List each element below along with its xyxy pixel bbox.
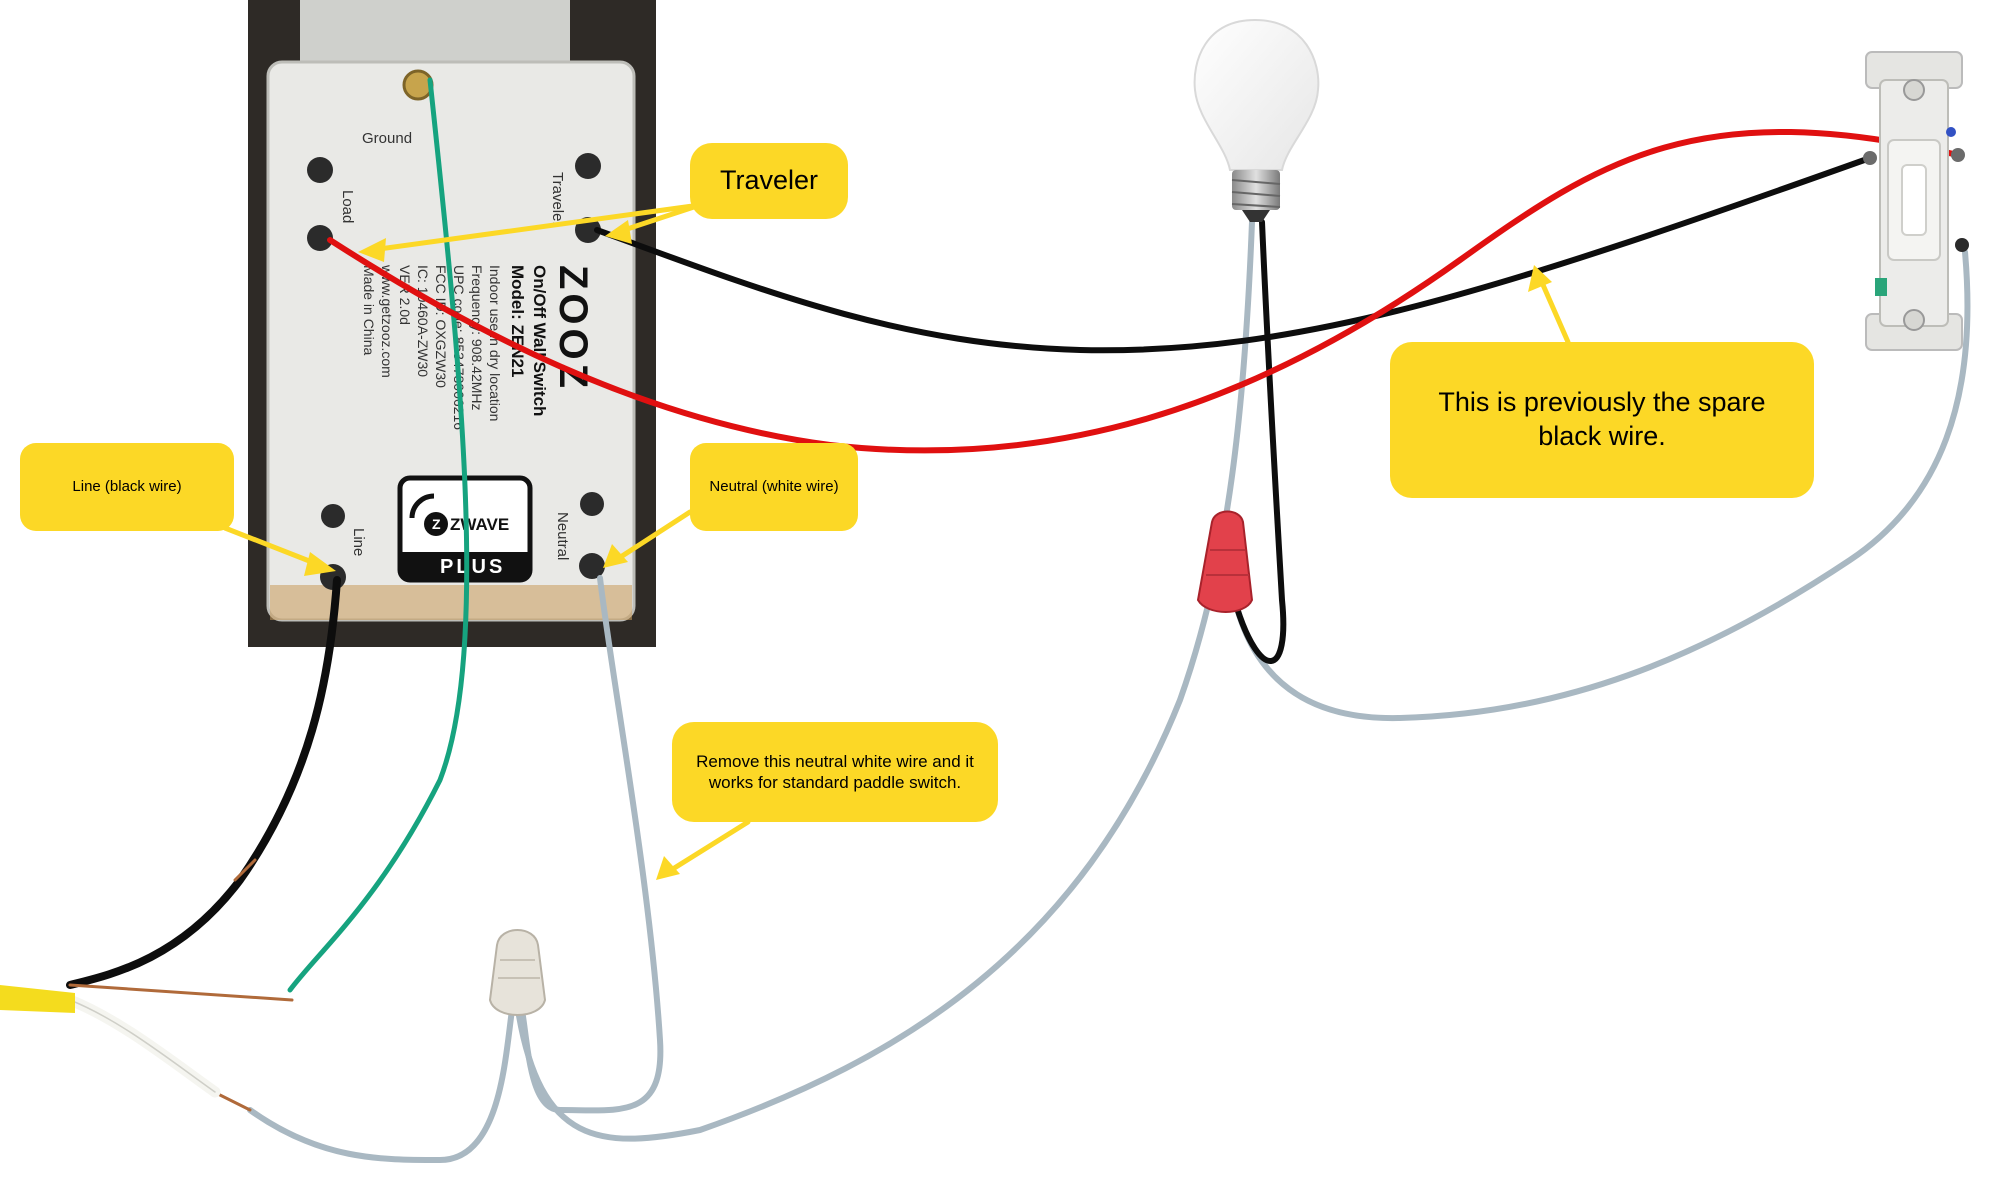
wire-neutral-switch <box>519 575 664 1114</box>
terminal-upper-right <box>575 153 601 179</box>
wire-ground <box>287 77 470 993</box>
svg-text:Z: Z <box>432 516 441 532</box>
arrow-traveler-terminal <box>615 202 703 235</box>
spec-line: VER 2.0d <box>397 265 413 325</box>
spec-line: Made in China <box>361 265 377 355</box>
wire-supply-white <box>64 994 221 1098</box>
label-neutral: Neutral <box>554 512 571 560</box>
callout-remove-neutral: Remove this neutral white wire and it wo… <box>672 722 998 822</box>
wire-nut-white <box>488 929 547 1016</box>
callout-line: Line (black wire) <box>20 443 234 531</box>
wire-ground-bare <box>68 983 294 1002</box>
arrow-traveler-load <box>369 202 703 253</box>
terminal-common <box>1955 238 1969 252</box>
arrow-spare <box>1537 275 1571 345</box>
terminal-traveler-a <box>1863 151 1877 165</box>
terminal-marker <box>1946 127 1956 137</box>
wire-neutral-lamp <box>515 219 1255 1142</box>
switch-screw-bottom <box>1903 309 1925 331</box>
terminal-traveler-b <box>1951 148 1965 162</box>
arrowhead-remove <box>656 856 680 880</box>
wire-hot-bare <box>233 858 257 882</box>
cable-jacket <box>0 985 75 1013</box>
arrowhead-line <box>304 552 336 576</box>
label-traveler: Traveler <box>549 172 566 226</box>
supply-cable <box>0 985 75 1013</box>
arrowhead-spare <box>1528 265 1552 292</box>
arrow-remove <box>665 819 751 875</box>
spec-line: Indoor use in dry location <box>487 265 503 421</box>
wire-supply-white-outline <box>69 999 216 1093</box>
label-plus: PLUS <box>440 556 505 578</box>
smart-switch: Ground Traveler Load Line Neutral ZOOZ O… <box>248 0 656 647</box>
callout-spare-wire: This is previously the spare black wire. <box>1390 342 1814 498</box>
wire-neutral-supply <box>247 1007 515 1164</box>
arrowhead-load <box>358 238 386 262</box>
terminal-upper-left <box>307 157 333 183</box>
switch-screw-top <box>1903 79 1925 101</box>
label-product: On/Off Wall Switch <box>530 265 549 416</box>
ground-terminal <box>1875 278 1887 296</box>
arrow-line <box>222 525 325 569</box>
wire-lamp-hot <box>1234 219 1287 664</box>
wire-traveler <box>594 155 1873 354</box>
terminal-neutral <box>579 553 605 579</box>
label-load: Load <box>339 190 356 223</box>
arrow-neutral <box>613 509 693 563</box>
bulb-globe <box>1193 18 1320 171</box>
terminal-load <box>307 225 333 251</box>
label-ground: Ground <box>362 130 412 147</box>
ground-screw <box>402 69 434 101</box>
terminal-lower-left <box>321 504 345 528</box>
light-bulb <box>1193 18 1320 222</box>
arrowhead-neutral <box>603 544 628 568</box>
toggle-paddle <box>1901 164 1927 236</box>
spec-line: IC: 10460A-ZW30 <box>415 265 431 377</box>
spec-line: www.getzooz.com <box>379 264 395 378</box>
wire-nut-red <box>1196 510 1254 613</box>
spec-line: Frequency: 908.42MHz <box>469 265 485 411</box>
pointer-arrows <box>222 202 1571 875</box>
wave-icon <box>409 493 435 519</box>
terminal-lower-right <box>580 492 604 516</box>
callout-neutral: Neutral (white wire) <box>690 443 858 531</box>
switch-mount-tab <box>270 585 632 620</box>
spec-line: FCC ID: OXGZW30 <box>433 265 449 388</box>
callout-traveler: Traveler <box>690 143 848 219</box>
wire-load-red <box>327 129 1961 454</box>
wire-switch-leg <box>1234 249 1971 722</box>
arrow-heads <box>304 220 1552 880</box>
wires <box>64 77 1971 1164</box>
arrowhead-traveler <box>605 220 632 244</box>
label-zwave: ZWAVE <box>450 515 509 534</box>
label-model: Model: ZEN21 <box>508 265 527 377</box>
three-way-switch <box>1863 51 1969 351</box>
label-line: Line <box>350 528 367 556</box>
